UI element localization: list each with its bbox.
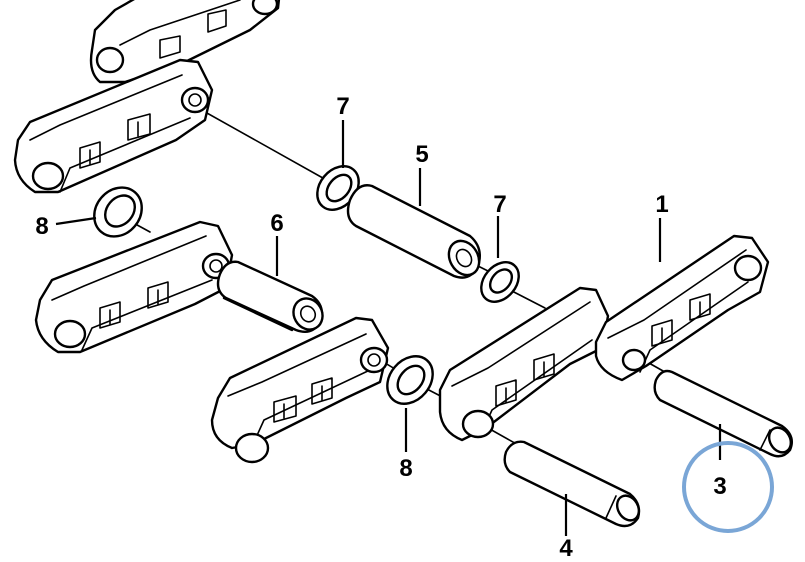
callout-3: 3 (713, 473, 726, 500)
callout-1: 1 (655, 191, 668, 218)
track-link-middle-left (34, 220, 234, 354)
seal-ring-7-top (316, 165, 360, 211)
callout-4: 4 (559, 535, 573, 562)
seal-ring-8-bottom (386, 355, 434, 405)
callout-5: 5 (415, 141, 428, 168)
pin-3 (653, 369, 793, 458)
highlight-circle (682, 441, 774, 533)
bushing-6 (216, 260, 324, 333)
track-link-1 (594, 234, 770, 382)
pin-4 (503, 440, 641, 528)
callout-7-top: 7 (336, 93, 349, 120)
callout-7-right: 7 (493, 191, 506, 218)
track-link-top-partial (89, 0, 281, 84)
callout-8-left: 8 (35, 213, 48, 240)
seal-ring-7-right (480, 261, 520, 303)
callout-8-bottom: 8 (399, 455, 412, 482)
seal-ring-8-left (93, 186, 143, 238)
track-link-upper-left (13, 58, 214, 194)
bushing-5 (346, 184, 481, 279)
track-link-lower-right (438, 286, 610, 442)
callout-labels: 7 5 7 1 6 8 8 4 3 (35, 93, 726, 562)
track-link-lower-middle (210, 316, 390, 464)
callout-6: 6 (270, 210, 283, 237)
